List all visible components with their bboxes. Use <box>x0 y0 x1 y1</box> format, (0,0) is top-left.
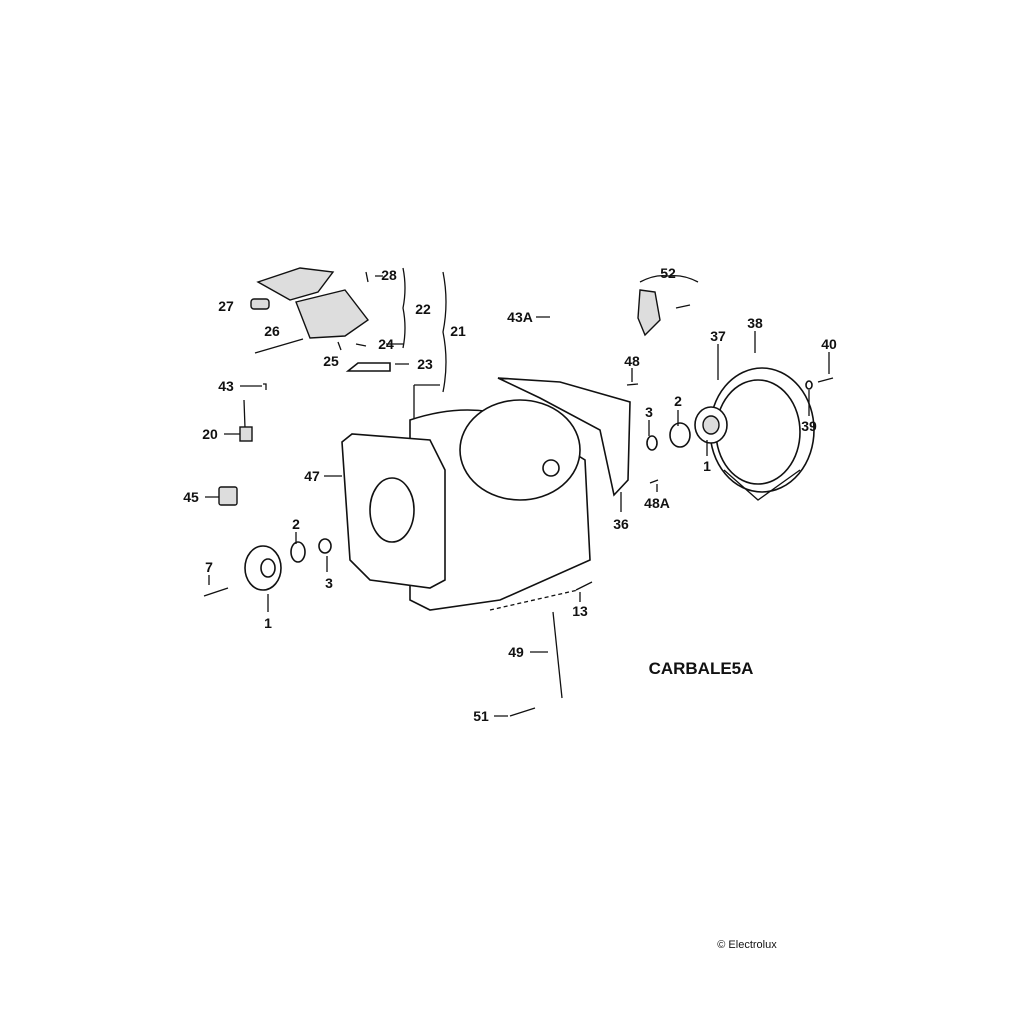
part-20-wire <box>243 399 246 429</box>
brace-21 <box>442 271 447 393</box>
part-2-ring-front <box>290 541 306 563</box>
part-37-belt <box>723 469 801 501</box>
bearing-hole <box>260 558 276 578</box>
part-26-rod <box>254 338 304 354</box>
label-48a: 48A <box>644 495 670 511</box>
part-48-screw <box>626 383 639 386</box>
part-48a-screw <box>649 479 659 484</box>
part-3-washer-rear <box>646 435 658 451</box>
label-52: 52 <box>660 265 676 281</box>
part-28-screw <box>365 271 369 283</box>
part-52-bracket <box>637 289 661 337</box>
label-21: 21 <box>450 323 466 339</box>
label-26: 26 <box>264 323 280 339</box>
part-3-washer-front <box>318 538 332 554</box>
label-37: 37 <box>710 328 726 344</box>
label-2-rear: 2 <box>674 393 682 409</box>
label-22: 22 <box>415 301 431 317</box>
label-25: 25 <box>323 353 339 369</box>
label-3-front: 3 <box>325 575 333 591</box>
part-36-bracket <box>497 377 631 497</box>
label-40: 40 <box>821 336 837 352</box>
front-opening <box>369 477 415 543</box>
part-13-screw <box>575 581 593 591</box>
label-13: 13 <box>572 603 588 619</box>
part-52-screw <box>675 304 691 309</box>
label-7: 7 <box>205 559 213 575</box>
callout-labels: 28 22 21 27 26 25 24 23 43A 43 20 47 45 … <box>183 265 837 951</box>
label-23: 23 <box>417 356 433 372</box>
label-38: 38 <box>747 315 763 331</box>
leader-lines <box>205 275 830 717</box>
label-39: 39 <box>801 418 817 434</box>
leader-21 <box>413 384 440 420</box>
tub-boss <box>542 459 560 477</box>
part-cover-plate <box>295 289 370 339</box>
label-36: 36 <box>613 516 629 532</box>
part-drawings <box>203 267 834 717</box>
label-3-rear: 3 <box>645 404 653 420</box>
copyright: © Electrolux <box>717 939 777 951</box>
label-43a: 43A <box>507 309 533 325</box>
label-48: 48 <box>624 353 640 369</box>
dash-leader-13 <box>489 589 579 611</box>
label-1-front: 1 <box>264 615 272 631</box>
part-27 <box>250 298 270 310</box>
label-49: 49 <box>508 644 524 660</box>
part-51-pin <box>509 707 536 717</box>
part-43 <box>263 383 267 390</box>
label-47: 47 <box>304 468 320 484</box>
label-45: 45 <box>183 489 199 505</box>
diagram-code: CARBALE5A <box>649 659 754 678</box>
bearing-rear-core <box>702 415 720 435</box>
part-45 <box>218 486 238 506</box>
label-43: 43 <box>218 378 234 394</box>
part-24-25 <box>337 341 367 351</box>
label-24: 24 <box>378 336 394 352</box>
part-cover-top <box>256 267 335 301</box>
brace-52 <box>639 274 699 283</box>
label-27: 27 <box>218 298 234 314</box>
pulley-inner <box>715 379 801 485</box>
brace-22 <box>402 267 406 349</box>
part-49-damper <box>552 611 563 699</box>
part-39-washer <box>805 380 813 390</box>
part-23 <box>345 362 391 372</box>
label-28: 28 <box>381 267 397 283</box>
part-2-ring-rear <box>669 422 691 448</box>
label-1-rear: 1 <box>703 458 711 474</box>
part-40-bolt <box>817 377 834 383</box>
label-51: 51 <box>473 708 489 724</box>
label-20: 20 <box>202 426 218 442</box>
part-7-bolt <box>203 587 229 597</box>
tub-rear-opening <box>459 399 581 501</box>
part-20-spring <box>239 426 253 442</box>
label-2-front: 2 <box>292 516 300 532</box>
